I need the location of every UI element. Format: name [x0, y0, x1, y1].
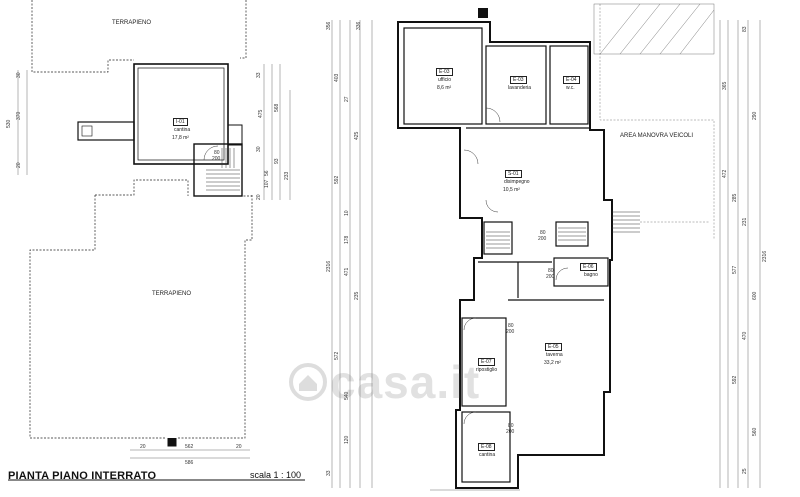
dim-left-v: 530	[6, 119, 12, 128]
door-label: 200	[538, 236, 547, 242]
dim-right-v: 2316	[326, 260, 332, 272]
dim-left-v: 30	[16, 72, 22, 78]
right-plan-inner-walls	[403, 27, 609, 483]
room-code-ripostiglio: E-07	[478, 358, 495, 366]
room-code-taverna: E-05	[545, 343, 562, 351]
dim-leftplan-right-v: 30	[256, 146, 262, 152]
dim-right-v: 336	[356, 21, 362, 30]
room-name-ufficio: ufficio	[438, 77, 451, 83]
room-name-ripostiglio: ripostiglio	[476, 367, 498, 373]
left-plan	[29, 0, 253, 439]
dim-right-side-v: 592	[732, 375, 738, 384]
room-code-ufficio: E-03	[436, 68, 453, 76]
room-name-lavanderia: lavanderia	[508, 85, 532, 91]
terrapieno-bottom-outline	[29, 195, 165, 439]
room-code-I-01: I-01	[173, 118, 188, 126]
door-label: 200	[506, 329, 515, 335]
room-name-wc: w.c.	[566, 85, 575, 91]
dim-leftplan-right-v: 568	[274, 103, 280, 112]
right-door-swings	[463, 107, 569, 425]
dim-left-v: 20	[16, 162, 22, 168]
dim-right-side-v: 560	[752, 427, 758, 436]
dim-leftplan-right-v: 56	[264, 170, 270, 176]
area-E-05: 33,2 m²	[544, 360, 561, 366]
watermark-text: casa.it	[330, 356, 481, 408]
area-I-01: 17,8 m²	[172, 135, 189, 141]
dim-right-side-v: 231	[742, 217, 748, 226]
dim-right-v: 356	[326, 21, 332, 30]
dim-right-side-v: 577	[732, 265, 738, 274]
entry-marker	[167, 438, 177, 447]
terrapieno-top-label: TERRAPIENO	[112, 20, 152, 26]
casa-logo-icon	[289, 363, 327, 401]
dim-right-side-v: 472	[722, 169, 728, 178]
dim-leftplan-right-v: 107	[264, 179, 270, 188]
room-name-taverna: taverna	[546, 352, 563, 358]
room-code-wc: E-04	[563, 76, 580, 84]
room-name-I-01: cantina	[174, 127, 191, 133]
dim-bottom: 20	[236, 444, 242, 450]
room-name-disimpegno: disimpegno	[504, 179, 530, 185]
left-dimension-lines	[8, 64, 305, 481]
dim-bottom-total: 586	[185, 460, 194, 466]
room-code-bagno: E-06	[580, 263, 597, 271]
dim-right-side-v: 83	[742, 26, 748, 32]
dim-right-v: 178	[344, 235, 350, 244]
dim-right-v: 403	[334, 73, 340, 82]
dim-leftplan-right-v: 475	[258, 109, 264, 118]
dim-right-v: 33	[326, 470, 332, 476]
hatched-area	[593, 3, 715, 240]
dim-right-side-v: 290	[752, 111, 758, 120]
right-plan-outer-walls	[397, 21, 613, 489]
dim-right-v: 425	[354, 131, 360, 140]
dim-right-side-v: 25	[742, 468, 748, 474]
door-label: 80	[540, 230, 546, 236]
area-manovra-label: AREA MANOVRA VEICOLI	[620, 133, 694, 139]
door-label: 80	[214, 150, 220, 156]
door-label: 80	[508, 423, 514, 429]
dim-leftplan-right-v: 93	[274, 158, 280, 164]
terrapieno-top-outline	[31, 0, 134, 73]
dim-right-v: 592	[334, 175, 340, 184]
dim-right-side-v: 285	[732, 193, 738, 202]
door-label: 200	[212, 156, 221, 162]
door-label: 80	[548, 268, 554, 274]
room-name-cantina-right: cantina	[479, 452, 496, 458]
dim-right-v: 10	[344, 210, 350, 216]
left-stair-treads	[206, 148, 240, 191]
dim-right-side-v: 470	[742, 331, 748, 340]
right-dimension-lines	[331, 20, 761, 491]
dim-leftplan-right-v: 233	[284, 171, 290, 180]
dim-bottom: 562	[185, 444, 194, 450]
area-E-03: 8,6 m²	[437, 85, 452, 91]
plan-scale: scala 1 : 100	[250, 470, 302, 480]
dim-leftplan-right-v: 20	[256, 194, 262, 200]
terrapieno-bottom-label: TERRAPIENO	[152, 291, 192, 297]
right-stair-treads	[486, 211, 640, 249]
dim-bottom: 20	[140, 444, 146, 450]
dim-leftplan-right-v: 33	[256, 72, 262, 78]
door-label: 200	[546, 274, 555, 280]
room-code-cantina-right: E-08	[478, 443, 495, 451]
dim-left-v: 370	[16, 111, 22, 120]
room-code-disimpegno: S-01	[505, 170, 522, 178]
door-swing-cantina	[203, 145, 219, 161]
dim-right-side-v: 600	[752, 291, 758, 300]
room-code-lavanderia: E-03	[510, 76, 527, 84]
dim-right-v: 27	[344, 96, 350, 102]
dim-right-side-v: 2316	[762, 250, 768, 262]
plan-title: PIANTA PIANO INTERRATO	[8, 470, 157, 482]
door-label: 80	[508, 323, 514, 329]
area-S-01: 10,5 m²	[503, 187, 520, 193]
dim-right-v: 120	[344, 435, 350, 444]
dim-right-v: 235	[354, 291, 360, 300]
north-marker	[478, 8, 488, 18]
dim-right-v: 471	[344, 267, 350, 276]
room-name-bagno: bagno	[584, 272, 598, 278]
dim-right-side-v: 365	[722, 81, 728, 90]
cantina-walls	[77, 63, 243, 197]
door-label: 200	[506, 429, 515, 435]
